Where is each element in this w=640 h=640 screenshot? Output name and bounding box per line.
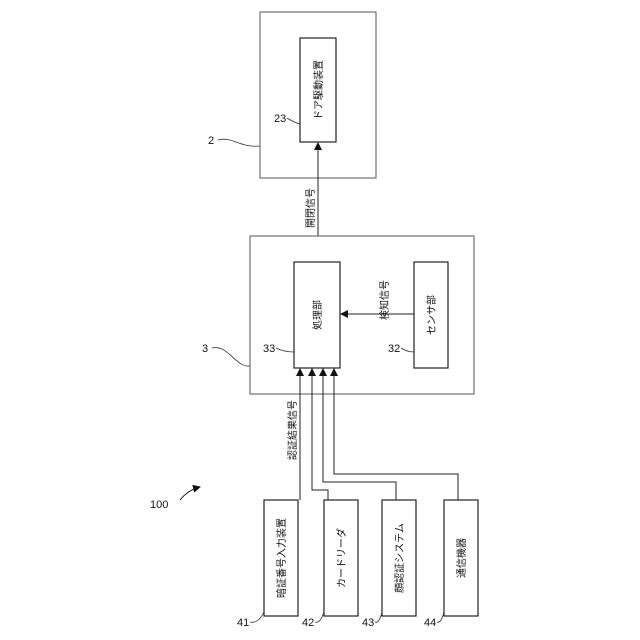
door-drive-ref: 23 [274, 113, 286, 125]
auth-result-signal-label: 認証結果信号 [286, 400, 299, 460]
input-label-43: 顔認証システム [393, 523, 406, 593]
input-leader-43 [375, 612, 382, 622]
system-ref-arrow [180, 487, 200, 500]
processing-unit-label: 処理部 [311, 300, 324, 330]
controller-leader [212, 348, 250, 367]
sensor-unit-label: センサ部 [425, 295, 438, 335]
input-leader-41 [250, 612, 264, 622]
door-unit-leader [218, 139, 260, 146]
input-label-44: 通信機器 [455, 538, 468, 578]
sensor-unit-ref: 32 [388, 343, 400, 355]
processing-unit-ref: 33 [263, 343, 275, 355]
system-ref: 100 [150, 499, 168, 511]
door-drive-label: ドア駆動装置 [312, 60, 325, 120]
detection-signal-label: 検知信号 [378, 280, 391, 320]
open-close-signal-label: 開閉信号 [305, 188, 317, 228]
input-label-42: カードリーダ [335, 528, 348, 588]
input-leader-42 [315, 612, 324, 622]
input-ref-44: 44 [424, 617, 436, 629]
controller-ref: 3 [202, 343, 208, 355]
input-ref-42: 42 [302, 617, 314, 629]
door-unit-ref: 2 [208, 135, 214, 147]
input-leader-44 [437, 612, 444, 622]
input-ref-43: 43 [362, 617, 374, 629]
input-label-41: 暗証番号入力装置 [275, 518, 288, 598]
input-ref-41: 41 [237, 617, 249, 629]
